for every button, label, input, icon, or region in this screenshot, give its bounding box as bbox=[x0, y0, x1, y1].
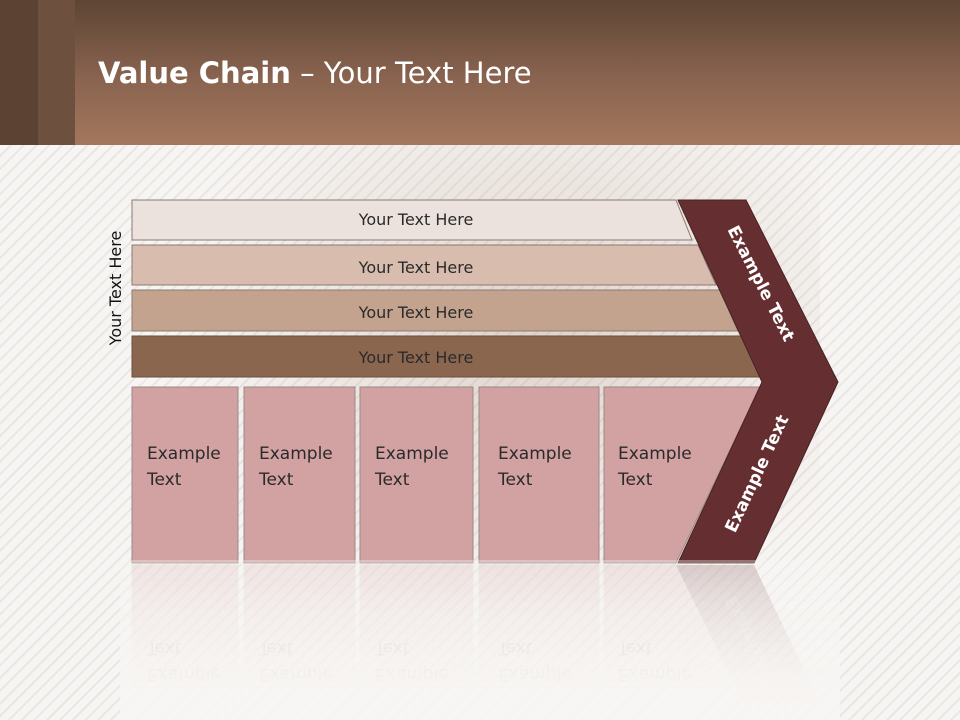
activity-box-1-line2: Text bbox=[146, 470, 182, 490]
activity-box-1 bbox=[131, 386, 239, 564]
activity-box-4-line2: Text bbox=[497, 470, 533, 490]
activity-box-4-line1: Example bbox=[498, 444, 572, 464]
activity-box-3 bbox=[359, 386, 474, 564]
bar-1 bbox=[131, 199, 693, 241]
activity-box-2-line2: Text bbox=[258, 470, 294, 490]
reflect-label-3-line2: Text bbox=[374, 638, 410, 658]
header-band: Value Chain – Your Text Here bbox=[0, 0, 960, 145]
activity-box-1-line1: Example bbox=[147, 444, 221, 464]
reflect-label-1-line2: Text bbox=[146, 638, 182, 658]
reflect-label-4-line2: Text bbox=[497, 638, 533, 658]
slide-title: Value Chain – Your Text Here bbox=[98, 56, 532, 90]
activity-box-3-line1: Example bbox=[375, 444, 449, 464]
header-accent-mid bbox=[38, 0, 75, 145]
reflect-label-1-line1: Example bbox=[147, 664, 221, 684]
title-rest: – Your Text Here bbox=[290, 56, 532, 90]
reflect-label-2-line1: Example bbox=[259, 664, 333, 684]
reflect-label-4-line1: Example bbox=[498, 664, 572, 684]
reflect-label-5-line1: Example bbox=[618, 664, 692, 684]
bar-2 bbox=[131, 244, 717, 286]
activity-box-3-line2: Text bbox=[374, 470, 410, 490]
activity-box-2 bbox=[243, 386, 356, 564]
reflect-label-5-line2: Text bbox=[617, 638, 653, 658]
reflect-box-4 bbox=[478, 564, 600, 720]
activity-box-4 bbox=[478, 386, 600, 564]
header-accent-dark bbox=[0, 0, 38, 145]
bar-2-label: Your Text Here bbox=[358, 258, 474, 277]
diagram-reflection bbox=[131, 564, 828, 720]
side-label: Your Text Here bbox=[106, 231, 125, 347]
reflect-label-3-line1: Example bbox=[375, 664, 449, 684]
bar-3-label: Your Text Here bbox=[358, 303, 474, 322]
bar-4-label: Your Text Here bbox=[358, 348, 474, 367]
activity-box-5-line2: Text bbox=[617, 470, 653, 490]
bar-1-label: Your Text Here bbox=[358, 210, 474, 229]
activity-box-5-line1: Example bbox=[618, 444, 692, 464]
reflect-label-2-line2: Text bbox=[258, 638, 294, 658]
title-bold: Value Chain bbox=[98, 56, 291, 90]
activity-box-2-line1: Example bbox=[259, 444, 333, 464]
